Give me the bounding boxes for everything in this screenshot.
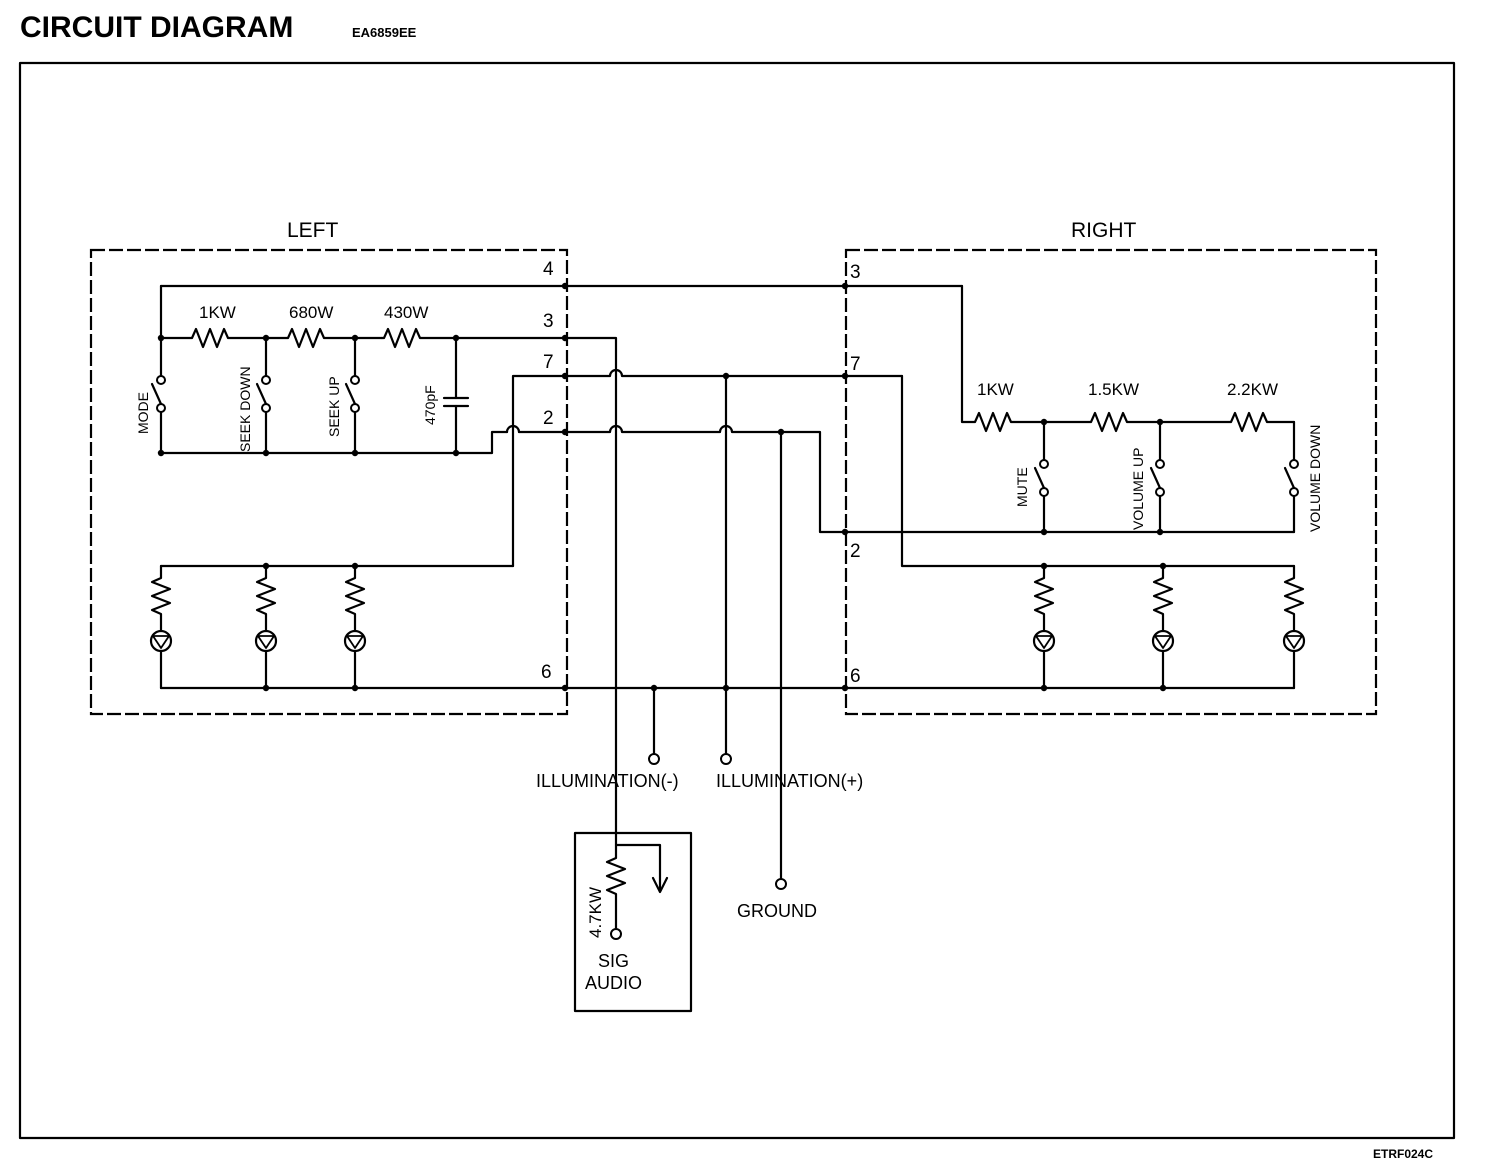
figure-code: ETRF024C [1373, 1147, 1433, 1161]
illumination-neg-terminal [648, 753, 660, 765]
right-ladder [900, 284, 1296, 692]
diagram-title: CIRCUIT DIAGRAM [20, 11, 293, 44]
capacitor-label: 470pF [422, 385, 438, 425]
left-lamp-3 [343, 564, 367, 690]
right-resistor-3-label: 2.2KW [1227, 380, 1278, 399]
mode-label: MODE [135, 392, 151, 434]
illumination-pos-terminal [720, 753, 732, 765]
right-pin-3: 3 [850, 262, 861, 283]
left-switch-box [89, 248, 569, 716]
left-resistor-2-label: 680W [289, 303, 333, 322]
right-resistor-1-label: 1KW [977, 380, 1014, 399]
left-lamp-1 [149, 564, 173, 690]
volume-down-label: VOLUME DOWN [1307, 425, 1323, 532]
left-lamp-2 [254, 564, 278, 690]
right-switch-box [844, 248, 1378, 716]
right-resistor-2-label: 1.5KW [1088, 380, 1139, 399]
audio-label: AUDIO [585, 973, 642, 993]
illumination-neg-label: ILLUMINATION(-) [536, 771, 679, 791]
left-ladder [157, 284, 567, 692]
audio-potentiometer [605, 831, 669, 930]
mode-switch [150, 375, 166, 413]
outer-frame [18, 61, 1456, 1140]
right-pin-6: 6 [850, 666, 861, 687]
volume-up-switch [1149, 459, 1165, 497]
potentiometer-label: 4.7KW [586, 887, 605, 938]
seek-down-switch [255, 375, 271, 413]
volume-down-switch [1283, 459, 1299, 497]
left-pin-3: 3 [543, 311, 554, 332]
harness-wiring [561, 282, 1296, 880]
mute-label: MUTE [1014, 467, 1030, 507]
left-pin-6: 6 [541, 662, 552, 683]
left-pin-7: 7 [543, 352, 554, 373]
right-pin-2: 2 [850, 541, 861, 562]
seek-down-label: SEEK DOWN [237, 366, 253, 452]
volume-up-label: VOLUME UP [1130, 448, 1146, 530]
right-lamp-2 [1151, 564, 1175, 690]
document-code: EA6859EE [352, 25, 417, 40]
ground-label: GROUND [737, 901, 817, 921]
ground-terminal [775, 878, 787, 890]
right-lamp-3 [1282, 564, 1306, 690]
left-resistor-3-label: 430W [384, 303, 428, 322]
right-pin-7: 7 [850, 354, 861, 375]
sig-audio-terminal [610, 928, 622, 940]
right-lamp-1 [1032, 564, 1056, 690]
mute-switch [1033, 459, 1049, 497]
left-resistor-1-label: 1KW [199, 303, 236, 322]
left-pin-2: 2 [543, 408, 554, 429]
right-box-label: RIGHT [1071, 219, 1137, 242]
left-pin-4: 4 [543, 259, 554, 280]
illumination-pos-label: ILLUMINATION(+) [716, 771, 863, 791]
sig-label: SIG [598, 951, 629, 971]
left-box-label: LEFT [287, 219, 339, 242]
seek-up-switch [344, 375, 360, 413]
seek-up-label: SEEK UP [326, 376, 342, 437]
audio-box [573, 831, 693, 1013]
